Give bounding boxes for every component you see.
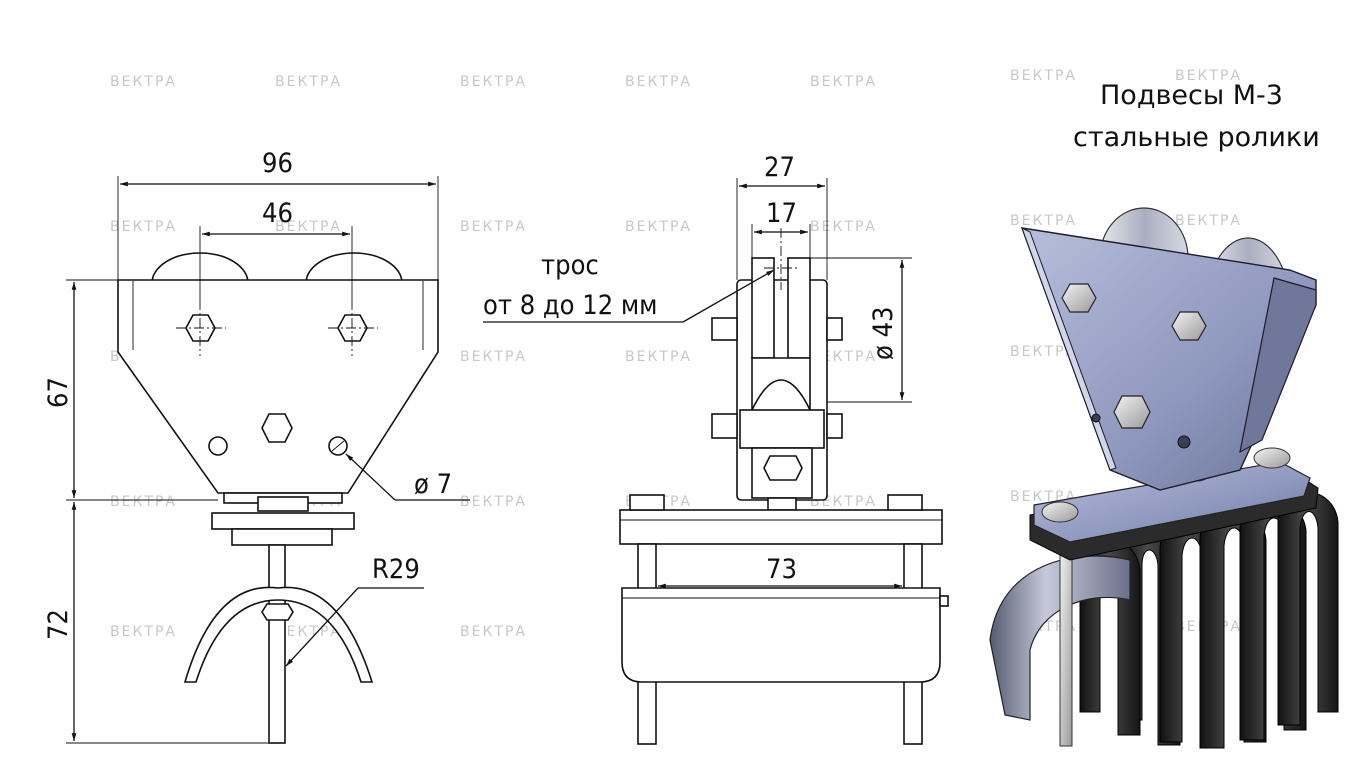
- watermark: ВЕКТРА: [110, 219, 177, 235]
- watermark: ВЕКТРА: [110, 494, 177, 510]
- watermark: ВЕКТРА: [460, 349, 527, 365]
- dim-radius: R29: [372, 554, 420, 585]
- watermark: ВЕКТРА: [625, 349, 692, 365]
- dim-height-hanger: 72: [43, 609, 74, 640]
- watermark: ВЕКТРА: [625, 219, 692, 235]
- watermark: ВЕКТРА: [460, 624, 527, 640]
- front-view: 96 46 67 72 ø 7 R29: [43, 148, 470, 744]
- dim-width-overall: 96: [262, 148, 293, 179]
- watermark: ВЕКТРА: [110, 74, 177, 90]
- cable-note-line1: трос: [541, 250, 599, 281]
- side-view: 27 17 ø 43 73 трос от 8 до 12 мм: [483, 152, 949, 745]
- watermark: ВЕКТРА: [1010, 68, 1077, 84]
- watermark: ВЕКТРА: [810, 219, 877, 235]
- watermark: ВЕКТРА: [460, 74, 527, 90]
- watermark: ВЕКТРА: [275, 219, 342, 235]
- watermark: ВЕКТРА: [1175, 213, 1242, 229]
- title-line-1: Подвесы М-3: [1100, 80, 1283, 111]
- dim-clamp-width: 73: [766, 554, 797, 585]
- dim-width-axles: 46: [262, 198, 293, 229]
- watermark: ВЕКТРА: [1010, 213, 1077, 229]
- watermark: ВЕКТРА: [275, 624, 342, 640]
- watermark: ВЕКТРА: [110, 624, 177, 640]
- dim-width-outer: 27: [764, 152, 795, 183]
- dim-wheel-diameter: ø 43: [868, 307, 899, 360]
- render-3d-view: [989, 207, 1339, 749]
- watermark: ВЕКТРА: [460, 494, 527, 510]
- dim-hole-diameter: ø 7: [414, 469, 452, 500]
- watermark: ВЕКТРА: [625, 74, 692, 90]
- dim-height-body: 67: [43, 377, 74, 408]
- dim-width-inner: 17: [766, 198, 797, 229]
- title-block: Подвесы М-3 стальные ролики: [1073, 80, 1320, 153]
- cable-note-line2: от 8 до 12 мм: [483, 290, 658, 321]
- watermark: ВЕКТРА: [1175, 68, 1242, 84]
- title-line-2: стальные ролики: [1073, 122, 1320, 153]
- watermark: ВЕКТРА: [810, 74, 877, 90]
- watermark: ВЕКТРА: [275, 74, 342, 90]
- watermark: ВЕКТРА: [460, 219, 527, 235]
- watermark: ВЕКТРА: [1010, 344, 1077, 360]
